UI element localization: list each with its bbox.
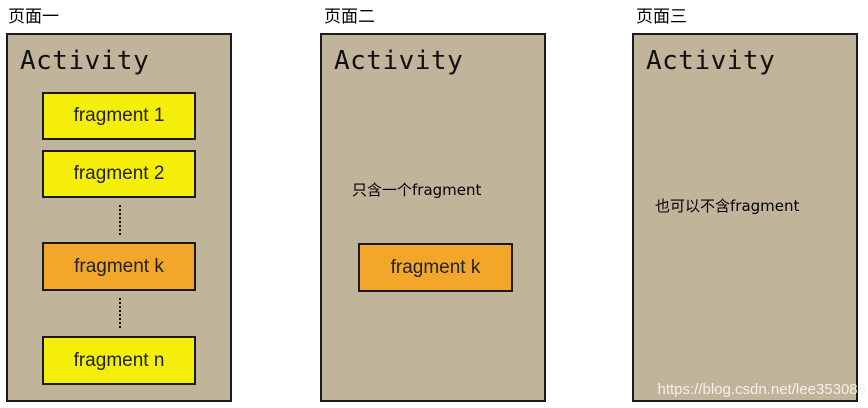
activity-title: Activity [20,46,150,76]
fragment-box-1: fragment 1 [42,92,196,140]
activity-panel-page-two: Activity 只含一个fragment fragment k [320,33,546,402]
page-one-label: 页面一 [8,7,59,27]
page-two-label: 页面二 [324,7,375,27]
ellipsis-dots-upper [119,205,121,235]
no-fragment-note: 也可以不含fragment [655,197,800,215]
fragment-box-k: fragment k [358,243,513,292]
activity-panel-page-three: Activity 也可以不含fragment [632,33,858,402]
activity-panel-page-one: Activity fragment 1 fragment 2 fragment … [6,33,232,402]
activity-title: Activity [334,46,464,76]
watermark-url: https://blog.csdn.net/lee353086 [657,381,867,398]
fragment-box-2: fragment 2 [42,150,196,198]
single-fragment-note: 只含一个fragment [352,181,482,199]
ellipsis-dots-lower [119,298,121,328]
activity-title: Activity [646,46,776,76]
page-three-label: 页面三 [636,7,687,27]
fragment-box-k: fragment k [42,242,196,291]
fragment-box-n: fragment n [42,336,196,385]
